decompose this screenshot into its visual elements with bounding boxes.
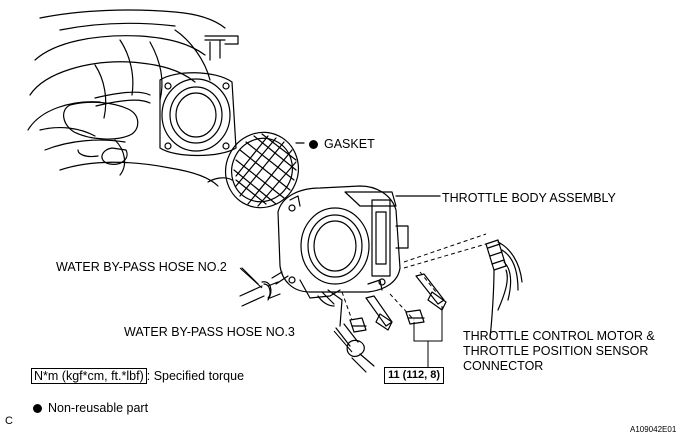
label-throttle-body: THROTTLE BODY ASSEMBLY xyxy=(442,191,616,205)
label-connector-line1: THROTTLE CONTROL MOTOR & xyxy=(463,329,655,343)
torque-bracket-line xyxy=(413,306,443,342)
hose2-drawing xyxy=(239,267,281,307)
hose3-leader-line xyxy=(333,330,353,353)
hose2-leader-line xyxy=(239,267,263,289)
label-connector-line3: CONNECTOR xyxy=(463,359,544,373)
gasket-drawing xyxy=(225,131,305,209)
bolts-drawing xyxy=(349,273,447,333)
legend-dot-icon xyxy=(33,404,42,413)
label-connector-line2: THROTTLE POSITION SENSOR xyxy=(463,344,649,358)
legend-torque-unit-box: N*m (kgf*cm, ft.*lbf) xyxy=(31,368,147,384)
label-gasket: GASKET xyxy=(309,137,375,152)
label-hose3: WATER BY-PASS HOSE NO.3 xyxy=(124,325,295,339)
legend-nonreusable: Non-reusable part xyxy=(33,401,148,416)
corner-letter: C xyxy=(5,415,13,427)
connector-alignment-line xyxy=(403,233,487,263)
legend-torque: N*m (kgf*cm, ft.*lbf): Specified torque xyxy=(31,368,244,384)
manifold-flange-drawing xyxy=(159,72,237,157)
hose3-drawing xyxy=(335,299,375,373)
label-hose2: WATER BY-PASS HOSE NO.2 xyxy=(56,260,227,274)
non-reusable-dot-icon xyxy=(309,140,318,149)
figure-id: A109042E01 xyxy=(630,425,677,434)
legend-torque-desc: : Specified torque xyxy=(146,369,245,383)
intake-manifold-drawing xyxy=(27,9,239,187)
torque-value-box: 11 (112, 8) xyxy=(384,367,444,384)
throttle-body-drawing xyxy=(271,185,441,307)
connector-drawing xyxy=(485,239,523,339)
